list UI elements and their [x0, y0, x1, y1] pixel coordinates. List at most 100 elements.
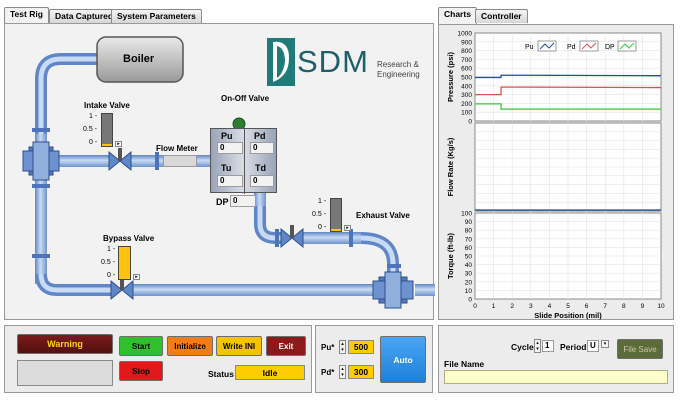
- stop-button[interactable]: Stop: [119, 361, 163, 381]
- y-tick-label: 10: [465, 288, 473, 295]
- intake-valve-fill: [102, 144, 112, 146]
- bypass-valve-fill: [119, 247, 130, 279]
- y-tick-label: 700: [461, 57, 472, 64]
- period-dropdown-icon[interactable]: ▾: [601, 340, 609, 348]
- y-tick-label: 900: [461, 39, 472, 46]
- y-tick-label: 500: [461, 75, 472, 82]
- charts-area: Pressure (psi)10009008007006005004003002…: [446, 31, 665, 321]
- tab-system-parameters[interactable]: System Parameters: [111, 9, 202, 23]
- exhaust-valve-label: Exhaust Valve: [356, 211, 410, 220]
- pu-setpoint-label: Pu*: [321, 343, 335, 352]
- intake-scale-05: 0.5 -: [83, 126, 98, 133]
- tu-display: 0: [217, 175, 243, 187]
- y-tick-label: 80: [465, 228, 473, 235]
- dp-display: 0: [230, 195, 256, 207]
- pipe-diagram: [22, 36, 435, 309]
- y-tick-label: 70: [465, 236, 473, 243]
- y-tick-label: 100: [461, 110, 472, 117]
- x-tick-label: 6: [585, 303, 589, 310]
- y-tick-label: 20: [465, 279, 473, 286]
- legend-label-dp: DP: [605, 44, 615, 51]
- onoff-valve-label: On-Off Valve: [221, 94, 270, 103]
- start-button[interactable]: Start: [119, 336, 163, 356]
- auto-button[interactable]: Auto: [380, 336, 426, 383]
- boiler-label: Boiler: [123, 53, 155, 65]
- bypass-valve-slider[interactable]: [118, 246, 131, 280]
- logo-subtitle-2: Engineering: [377, 70, 420, 79]
- boiler-tank: [96, 36, 184, 83]
- write-ini-button[interactable]: Write INI: [216, 336, 262, 356]
- pd-setpoint-spinner[interactable]: ▴▾: [339, 365, 346, 379]
- tab-charts[interactable]: Charts: [438, 7, 477, 24]
- y-tick-label: 1000: [458, 31, 473, 38]
- y-tick-label: 300: [461, 92, 472, 99]
- y-tick-label: 100: [461, 211, 472, 218]
- file-save-button[interactable]: File Save: [617, 339, 663, 359]
- warning-message-box: [17, 360, 113, 386]
- pu-setpoint-spinner[interactable]: ▴▾: [339, 340, 346, 354]
- file-name-label: File Name: [444, 359, 485, 369]
- x-tick-label: 5: [566, 303, 570, 310]
- pd-setpoint-label: Pd*: [321, 368, 335, 377]
- x-tick-label: 9: [641, 303, 645, 310]
- legend-swatch-pd: [581, 42, 597, 50]
- legend-label-pd: Pd: [567, 44, 576, 51]
- tu-label: Tu: [221, 163, 232, 173]
- x-tick-label: 0: [473, 303, 477, 310]
- x-tick-label: 2: [510, 303, 514, 310]
- logo-subtitle-1: Research &: [377, 60, 419, 69]
- intake-valve-increment[interactable]: ▸: [115, 141, 122, 147]
- intake-valve-slider[interactable]: [101, 113, 113, 147]
- file-name-input[interactable]: [444, 370, 668, 384]
- y-tick-label: 90: [465, 219, 473, 226]
- y-tick-label: 0: [468, 119, 472, 126]
- y-axis-label-3: Torque (ft-lb): [446, 232, 455, 279]
- file-panel: Cycle ▴▾ 1 Period U ▾ File Save File Nam…: [438, 325, 674, 393]
- pu-setpoint-input[interactable]: 500: [348, 340, 374, 354]
- exit-button[interactable]: Exit: [266, 336, 306, 356]
- y-tick-label: 200: [461, 101, 472, 108]
- x-tick-label: 8: [622, 303, 626, 310]
- exhaust-valve-increment[interactable]: ▸: [344, 225, 351, 231]
- pd-setpoint-input[interactable]: 300: [348, 365, 374, 379]
- y-axis-label-1: Pressure (psi): [446, 51, 455, 102]
- period-select[interactable]: U: [587, 340, 599, 352]
- tab-test-rig[interactable]: Test Rig: [4, 7, 49, 24]
- intake-valve-body: [108, 148, 132, 172]
- td-label: Td: [255, 163, 266, 173]
- test-rig-panel: Boiler SDM Research & Engineering Intake…: [4, 23, 435, 320]
- exhaust-valve-slider[interactable]: [330, 198, 342, 232]
- series-line-pd: [475, 86, 662, 96]
- tab-data-captured[interactable]: Data Captured: [49, 9, 120, 23]
- legend-swatch-pu: [539, 42, 555, 50]
- legend-swatch-dp: [619, 42, 635, 50]
- logo-text: SDM: [297, 44, 369, 79]
- y-tick-label: 0: [468, 297, 472, 304]
- junction-left: [22, 141, 60, 181]
- y-tick-label: 40: [465, 262, 473, 269]
- y-axis-label-2: Flow Rate (Kg/s): [446, 137, 455, 196]
- bypass-valve-label: Bypass Valve: [103, 234, 155, 243]
- y-tick-label: 600: [461, 66, 472, 73]
- tab-controller[interactable]: Controller: [475, 9, 528, 23]
- x-tick-label: 7: [603, 303, 607, 310]
- initialize-button[interactable]: Initialize: [167, 336, 213, 356]
- pd-display: 0: [250, 142, 274, 154]
- bypass-valve-increment[interactable]: ▸: [133, 274, 140, 280]
- pu-display: 0: [217, 142, 243, 154]
- sdm-logo: [267, 38, 295, 86]
- dp-label: DP: [216, 197, 229, 207]
- cycle-spinner[interactable]: ▴▾: [534, 339, 541, 353]
- bypass-scale-1: 1 -: [107, 246, 116, 253]
- intake-valve-label: Intake Valve: [84, 101, 130, 110]
- exhaust-scale-0: 0 -: [318, 224, 327, 231]
- warning-indicator: Warning: [17, 334, 113, 354]
- flow-meter-display: [163, 155, 197, 167]
- intake-scale-1: 1 -: [89, 113, 98, 120]
- bypass-scale-05: 0.5 -: [101, 259, 116, 266]
- series-line-dp: [475, 103, 661, 110]
- bypass-scale-0: 0 -: [107, 272, 116, 279]
- cycle-input[interactable]: 1: [542, 340, 554, 352]
- status-label: Status: [208, 369, 234, 379]
- series-line-pu: [475, 74, 662, 79]
